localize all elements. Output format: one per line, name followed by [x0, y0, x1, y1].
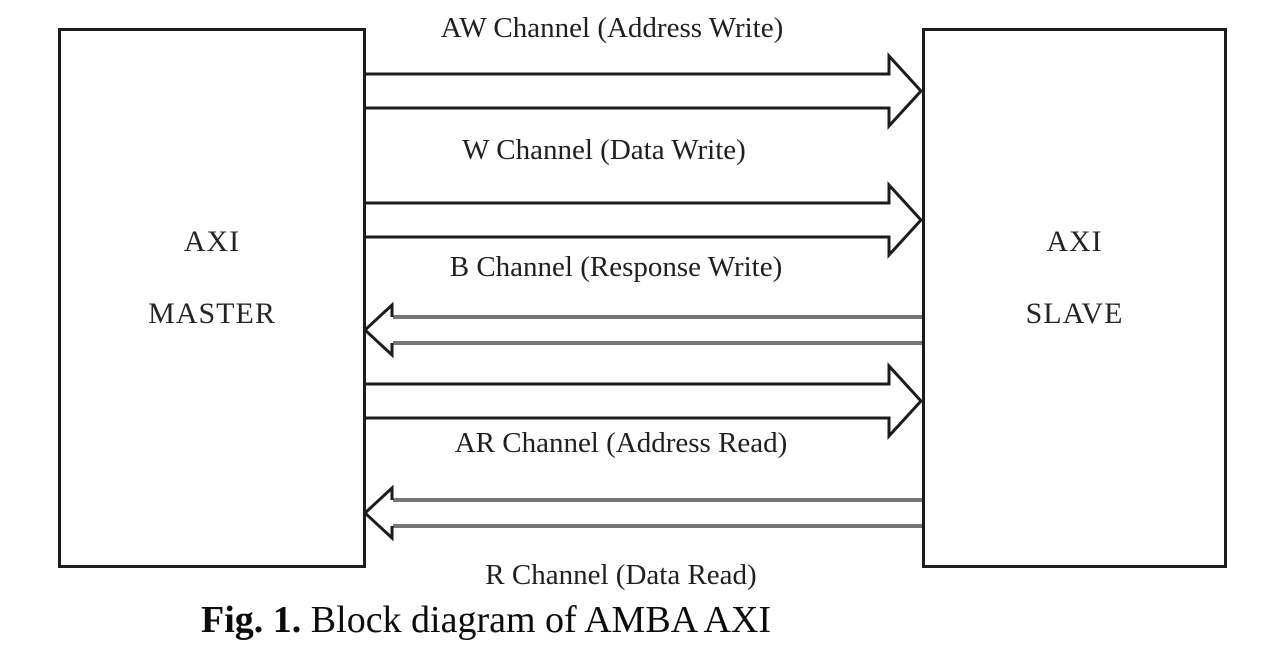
channel-label-r: R Channel (Data Read): [485, 559, 757, 591]
channel-label-b: B Channel (Response Write): [449, 251, 783, 283]
r-channel-arrow-left-icon: [362, 484, 922, 542]
b-channel-arrow-left-icon: [362, 301, 922, 359]
axi-master-title-line1: AXI: [183, 225, 241, 258]
ar-channel-arrow-right-icon: [366, 362, 924, 440]
axi-slave-title-line1: AXI: [1046, 225, 1103, 258]
aw-channel-arrow-right-icon: [366, 52, 924, 130]
channel-label-ar: AR Channel (Address Read): [454, 427, 788, 459]
figure-caption-number: Fig. 1.: [201, 599, 302, 641]
w-channel-arrow-right-icon: [366, 181, 924, 259]
axi-slave-block: AXI SLAVE: [922, 28, 1227, 568]
channel-label-aw: AW Channel (Address Write): [440, 12, 784, 44]
channel-label-w: W Channel (Data Write): [462, 134, 746, 166]
figure-caption-text: Block diagram of AMBA AXI: [301, 599, 771, 641]
axi-slave-title-line2: SLAVE: [1025, 297, 1124, 330]
axi-master-block: AXI MASTER: [58, 28, 366, 568]
axi-master-title-line2: MASTER: [148, 297, 276, 330]
figure-caption: Fig. 1. Block diagram of AMBA AXI: [201, 598, 771, 642]
